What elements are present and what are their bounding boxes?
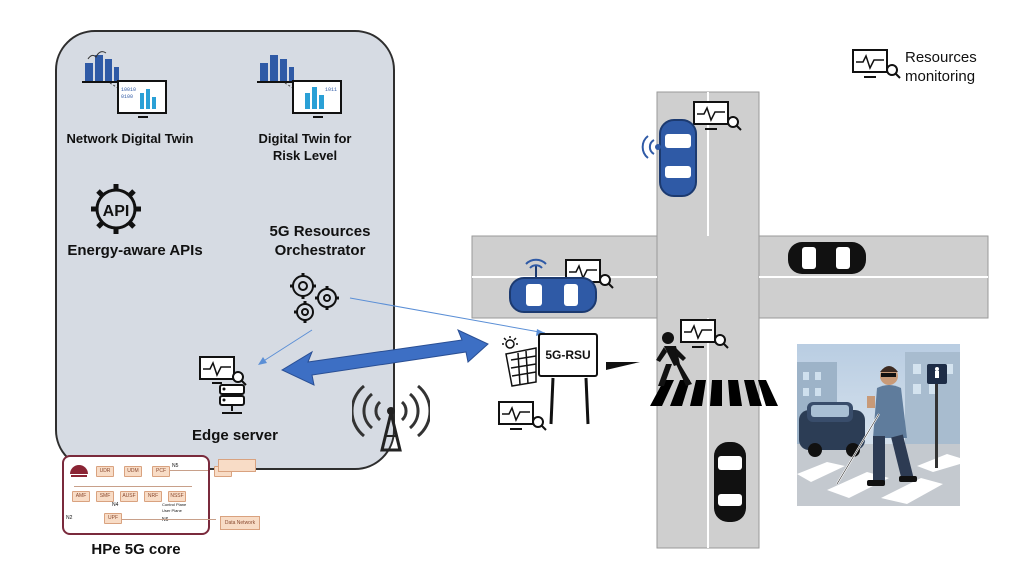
risk-twin-label-line2: Risk Level [272,148,338,163]
core-nf-ausf: AUSF [120,491,138,502]
core-nf-upf: UPF [104,513,122,524]
core-if-n2: N2 [66,515,73,521]
api-gear-icon: API [91,184,141,234]
core-vendor-logo-icon [70,465,88,477]
road-monitor-icon-left [565,259,614,289]
svg-text:0100: 0100 [121,94,133,100]
blind-pedestrian-illustration [797,344,960,506]
orchestrator-label-line1: 5G Resources [269,223,371,240]
connected-car-left-icon [509,258,597,313]
legend-label: Resources monitoring [905,48,977,86]
orchestrator-to-edge-link [261,329,313,363]
legend-monitor-icon [852,49,901,79]
connected-car-top-icon [641,119,697,197]
edge-server-icon [199,356,247,414]
risk-twin-label-line1: Digital Twin for [258,131,352,146]
orchestrator-label: 5G Resources Orchestrator [260,222,380,260]
pedestrian-icon [656,332,692,386]
pedestrian-monitor-icon [680,319,729,349]
core-user-plane-label: User Plane [162,508,182,513]
rsu-monitor-icon [498,401,547,431]
legend-label-line1: Resources [905,49,977,66]
svg-text:10010: 10010 [121,87,136,93]
core-n5-line [170,470,208,471]
road-monitor-icon-top [693,101,742,131]
edge-rsu-double-arrow [280,329,489,386]
core-nf-af-ext [218,459,256,472]
orchestrator-gears-icon [290,273,339,323]
core-nf-nrf: NRF [144,491,162,502]
pedestrian-figure [836,366,917,486]
solar-panel-icon [505,347,537,387]
car-right-icon [788,242,866,274]
core-if-n6: N6 [162,517,169,523]
rsu-box: 5G-RSU [538,333,598,377]
car-bottom-icon [714,442,746,522]
sun-icon [502,336,518,349]
core-nf-smf: SMF [96,491,114,502]
cell-tower-icon [352,384,430,452]
network-digital-twin-icon: 10010 0100 [82,51,167,118]
core-bus-line [74,486,192,487]
core-nf-pcf: PCF [152,466,170,477]
orchestrator-to-rsu-link [349,297,546,334]
core-data-network: Data Network [220,516,260,530]
api-icon-text: API [103,203,130,220]
rsu-structure [502,336,590,425]
zebra-crossing [650,380,778,406]
core-n6-line [122,519,216,520]
core-title: HPe 5G core [91,541,181,558]
network-digital-twin-label: Network Digital Twin [66,131,194,146]
core-nf-nssf: NSSF [168,491,186,502]
risk-digital-twin-icon: 1011 [257,55,342,118]
core-if-n5: N5 [172,463,179,469]
core-if-n4: N4 [112,502,119,508]
energy-apis-label: Energy-aware APIs [67,242,203,259]
blind-pedestrian-scene [797,344,960,506]
orchestrator-label-line2: Orchestrator [274,242,366,259]
core-control-plane-label: Control Plane [162,502,187,507]
core-nf-amf: AMF [72,491,90,502]
legend-label-line2: monitoring [905,68,976,85]
5g-core-diagram: UDR UDM PCF N5 AF AMF SMF AUSF NRF NSSF … [62,455,232,535]
core-nf-udm: UDM [124,466,142,477]
rsu-beam [606,362,640,370]
core-nf-udr: UDR [96,466,114,477]
edge-server-label: Edge server [192,427,278,444]
risk-twin-label: Digital Twin for Risk Level [240,130,370,164]
svg-text:1011: 1011 [325,87,337,93]
